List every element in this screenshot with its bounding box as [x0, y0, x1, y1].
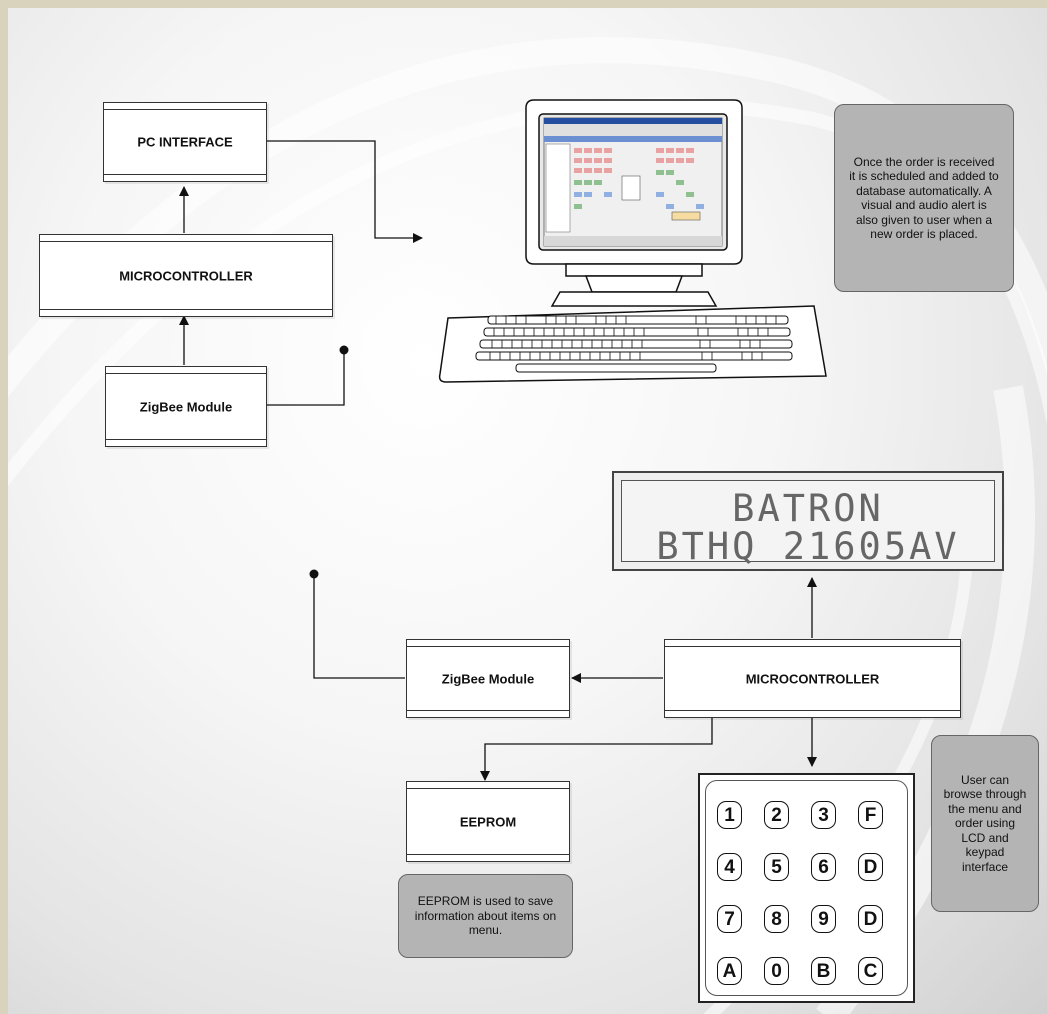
antenna-bottom-line	[313, 578, 405, 679]
lcd-screen: BATRON BTHQ 21605AV	[621, 480, 995, 568]
keypad-key[interactable]: 9	[811, 905, 836, 933]
lcd-line-2: BTHQ 21605AV	[656, 525, 960, 568]
computer-icon	[438, 99, 827, 383]
keypad-note: User can browse through the menu and ord…	[931, 735, 1039, 912]
diagram-canvas: PC INTERFACE MICROCONTROLLER ZigBee Modu…	[8, 8, 1047, 1014]
keypad-key[interactable]: D	[858, 905, 883, 933]
arrow-mcu-to-eeprom	[480, 716, 713, 781]
keypad-key[interactable]: B	[811, 957, 836, 985]
keypad-key[interactable]: 8	[764, 905, 789, 933]
eeprom-note: EEPROM is used to save information about…	[398, 874, 573, 958]
keypad-key[interactable]: 6	[811, 853, 836, 881]
keypad-key[interactable]: 1	[717, 801, 742, 829]
keypad-key[interactable]: F	[858, 801, 883, 829]
keypad-key[interactable]: 0	[764, 957, 789, 985]
zigbee-bottom-label: ZigBee Module	[441, 671, 535, 686]
keypad-key[interactable]: A	[717, 957, 742, 985]
antenna-icon-bottom	[309, 569, 319, 579]
pc-interface-block: PC INTERFACE	[103, 102, 267, 182]
line-pc-to-computer	[266, 140, 423, 243]
keypad-note-text: User can browse through the menu and ord…	[943, 772, 1027, 874]
keypad-key[interactable]: C	[858, 957, 883, 985]
zigbee-top-block: ZigBee Module	[105, 366, 267, 447]
pc-interface-label: PC INTERFACE	[137, 134, 233, 150]
connectors	[179, 140, 817, 781]
microcontroller-top-label: MICROCONTROLLER	[119, 268, 253, 283]
lcd-display: BATRON BTHQ 21605AV	[612, 471, 1004, 571]
lcd-line-1: BATRON	[732, 487, 884, 530]
order-note-text: Once the order is received it is schedul…	[849, 154, 999, 242]
eeprom-block: EEPROM	[406, 781, 570, 862]
keypad-key[interactable]: 5	[764, 853, 789, 881]
keypad-key[interactable]: 4	[717, 853, 742, 881]
keypad-frame	[705, 780, 908, 996]
microcontroller-top-block: MICROCONTROLLER	[39, 234, 333, 317]
keypad-key[interactable]: 2	[764, 801, 789, 829]
eeprom-note-text: EEPROM is used to save information about…	[414, 894, 557, 938]
keypad-key[interactable]: D	[858, 853, 883, 881]
keypad-key[interactable]: 3	[811, 801, 836, 829]
zigbee-bottom-block: ZigBee Module	[406, 639, 570, 718]
keypad-key[interactable]: 7	[717, 905, 742, 933]
eeprom-label: EEPROM	[459, 814, 517, 829]
antenna-top-line	[266, 350, 345, 406]
order-note: Once the order is received it is schedul…	[834, 104, 1014, 292]
microcontroller-bottom-label: MICROCONTROLLER	[745, 671, 880, 686]
antenna-icon-top	[339, 345, 349, 355]
microcontroller-bottom-block: MICROCONTROLLER	[664, 639, 961, 718]
zigbee-top-label: ZigBee Module	[139, 399, 233, 414]
